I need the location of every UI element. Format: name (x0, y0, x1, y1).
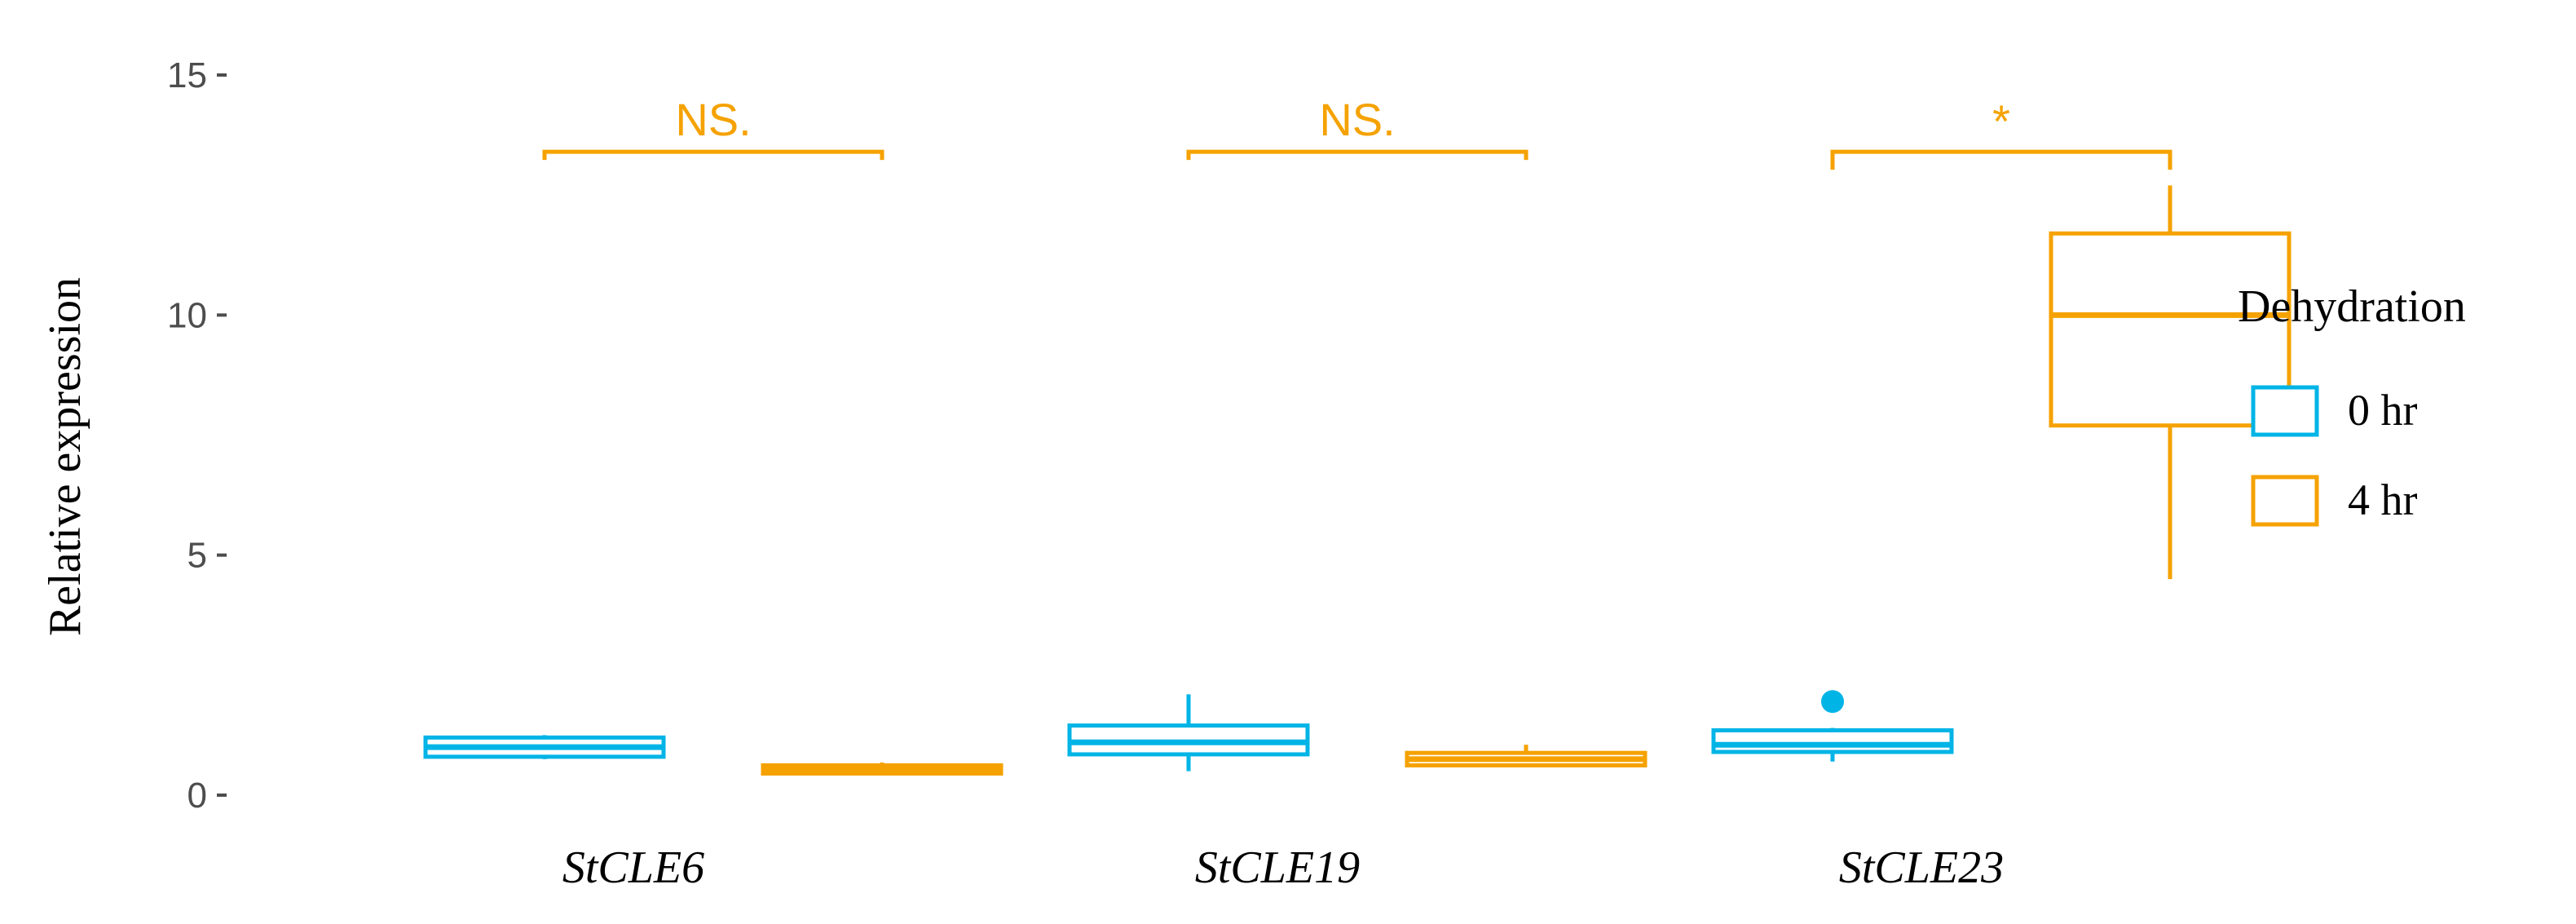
significance-label: * (1992, 95, 2010, 147)
legend: Dehydration 0 hr 4 hr (2238, 281, 2466, 527)
y-axis: 0 5 10 15 (167, 55, 227, 816)
legend-label: 0 hr (2348, 386, 2418, 435)
box-iqr (1711, 728, 1954, 754)
box-0-hr-StCLE23 (1711, 690, 1954, 762)
x-category-label: StCLE23 (1839, 842, 2004, 893)
y-tick-label: 15 (167, 55, 207, 95)
significance-bracket: * (1830, 95, 2172, 170)
plot-area (423, 185, 2291, 776)
box-iqr (2049, 231, 2291, 428)
bracket-line (542, 149, 884, 161)
bracket-line (1186, 149, 1528, 161)
box-4-hr-StCLE23 (2049, 185, 2291, 580)
y-tick-label: 5 (187, 536, 207, 576)
legend-swatch (2251, 385, 2319, 437)
legend-swatch (2251, 475, 2319, 527)
x-category-label: StCLE19 (1195, 842, 1360, 893)
y-tick-label: 10 (167, 295, 207, 335)
box-4-hr-StCLE6 (761, 762, 1003, 776)
y-tick-label: 0 (187, 776, 207, 816)
significance-annotations: NS. NS. * (542, 94, 2172, 170)
box-0-hr-StCLE19 (1067, 694, 1310, 771)
outlier-point (1821, 690, 1844, 714)
legend-title: Dehydration (2238, 281, 2466, 332)
box-0-hr-StCLE6 (423, 735, 666, 759)
bracket-line (1830, 149, 2172, 170)
significance-label: NS. (675, 94, 751, 145)
significance-label: NS. (1319, 94, 1395, 145)
legend-label: 4 hr (2348, 475, 2418, 524)
x-axis: StCLE6 StCLE19 StCLE23 (562, 842, 2004, 893)
y-axis-title: Relative expression (40, 277, 90, 636)
x-category-label: StCLE6 (562, 842, 704, 893)
significance-bracket: NS. (1186, 94, 1528, 161)
box-4-hr-StCLE19 (1405, 745, 1647, 768)
significance-bracket: NS. (542, 94, 884, 161)
